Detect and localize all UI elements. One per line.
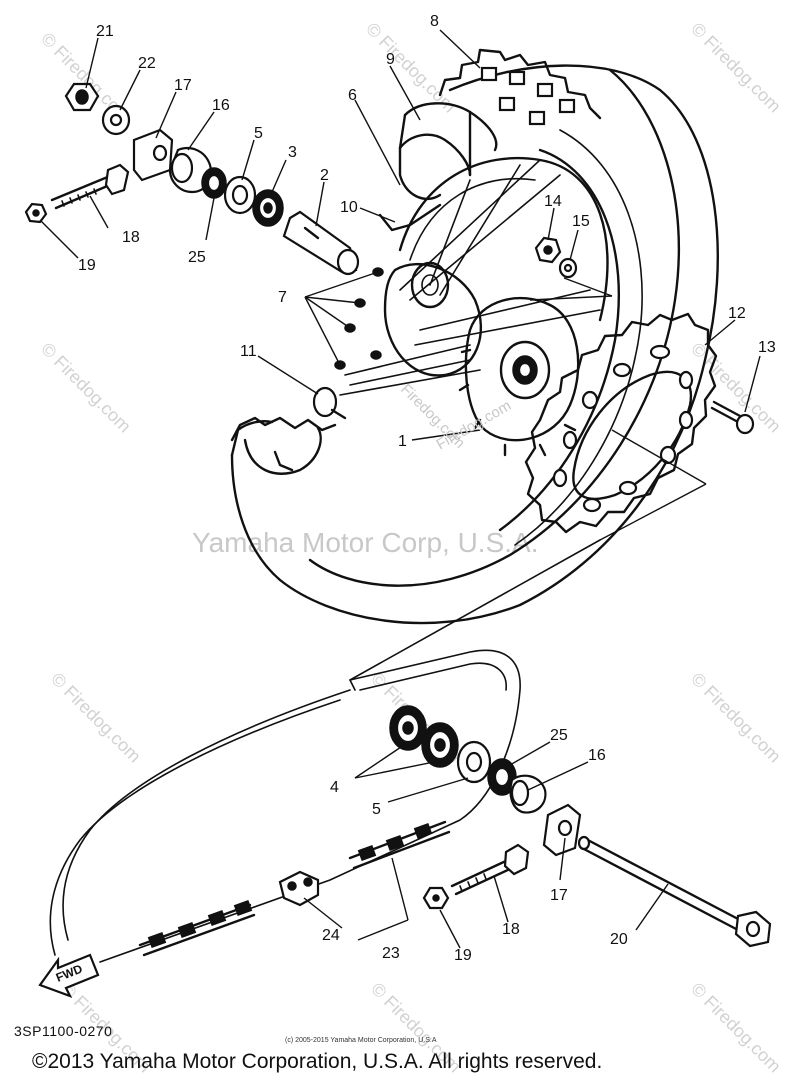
oil-seal-25: [201, 167, 227, 199]
callouts-upper: 21 22 17 16 5 3 2 25 18 19 6 9 8 10 7 11…: [78, 13, 776, 450]
callout-2: 2: [320, 167, 329, 184]
tube: [398, 102, 498, 201]
callout-1: 1: [398, 433, 407, 450]
drive-chain: [138, 820, 451, 957]
watermark-tile: © Firedog.com: [687, 19, 785, 117]
bearing-4: [389, 705, 427, 751]
callout-7: 7: [278, 289, 287, 306]
sprocket-hole: [582, 497, 602, 513]
sprocket-hole: [678, 370, 694, 390]
callout-20: 20: [610, 931, 628, 948]
small-copyright-note: (c) 2005-2015 Yamaha Motor Corporation, …: [285, 1037, 437, 1044]
nut-19: [24, 202, 48, 224]
callouts-lower: 4 5 25 16 17 18 19 20 23 24: [322, 727, 628, 964]
tread-knob: [536, 82, 554, 98]
watermark-tile: © Firedog.com: [687, 979, 785, 1077]
chain-outline: [49, 539, 601, 963]
chain-puller-17: [132, 128, 174, 182]
collar-16-lower: [509, 774, 547, 814]
tread-knob: [480, 66, 498, 82]
spacer-5: [223, 175, 257, 215]
callout-8: 8: [430, 13, 439, 30]
callout-11: 11: [240, 343, 257, 360]
watermark-tile: © Firedog.com: [37, 339, 135, 437]
watermark-tile: © Firedog.com: [687, 669, 785, 767]
sprocket-hole: [562, 430, 578, 450]
sprocket-hub: [458, 297, 580, 457]
tire: [230, 48, 719, 625]
spoke-nipple: [370, 350, 382, 360]
master-link-24: [278, 870, 320, 907]
sprocket-nut: [534, 236, 562, 264]
rear-sprocket: [524, 312, 718, 534]
callout-10: 10: [340, 199, 358, 216]
copyright-notice: ©2013 Yamaha Motor Corporation, U.S.A. A…: [32, 1050, 603, 1073]
sprocket-hole: [649, 344, 671, 360]
sprocket-hole: [659, 445, 677, 465]
leader-lines-lower: [303, 741, 669, 949]
lock-washer: [558, 257, 578, 279]
fwd-arrow: FWD: [38, 953, 100, 998]
callout-24: 24: [322, 927, 340, 944]
watermark-tile: © Firedog.com: [47, 669, 145, 767]
callout-6: 6: [348, 87, 357, 104]
callout-16-lower: 16: [588, 747, 606, 764]
chain-segment: [348, 820, 451, 870]
rim-band: [378, 203, 442, 232]
callout-3: 3: [288, 144, 297, 161]
callout-19-lower: 19: [454, 947, 472, 964]
callout-9: 9: [386, 51, 395, 68]
axle-bolt-18: [50, 163, 130, 210]
tread-knob: [558, 98, 576, 114]
callout-16: 16: [212, 97, 230, 114]
oil-seal-25-lower: [487, 758, 517, 796]
chain-puller-17-lower: [542, 803, 582, 857]
callout-22: 22: [138, 55, 156, 72]
callout-21: 21: [96, 23, 114, 40]
nut-19-lower: [422, 886, 450, 910]
callout-13: 13: [758, 339, 776, 356]
tread-knob: [498, 96, 516, 112]
collar-16: [168, 147, 213, 194]
sprocket-hole: [612, 362, 632, 378]
callout-17: 17: [174, 77, 192, 94]
callout-25-lower: 25: [550, 727, 568, 744]
callout-19: 19: [78, 257, 96, 274]
callout-15: 15: [572, 213, 590, 230]
axle-20: [577, 835, 772, 948]
wheel-rim: [339, 156, 609, 396]
callout-14: 14: [544, 193, 562, 210]
sprocket-hole: [678, 410, 694, 430]
callout-25: 25: [188, 249, 206, 266]
leader-lines-upper: [39, 29, 761, 541]
sprocket-hole: [581, 390, 599, 410]
callout-17-lower: 17: [550, 887, 568, 904]
bolt-18-lower: [450, 843, 530, 896]
spacer-5-lower: [456, 740, 492, 784]
tread-knob: [508, 70, 526, 86]
spacer-2: [282, 210, 360, 276]
watermark-center: Yamaha Motor Corp, U.S.A.: [192, 527, 539, 558]
callout-5: 5: [254, 125, 263, 142]
air-valve: [312, 386, 347, 420]
callout-18: 18: [122, 229, 140, 246]
callout-12: 12: [728, 305, 746, 322]
tread-knob: [528, 110, 546, 126]
spoke-nipples: [334, 267, 384, 370]
callout-18-lower: 18: [502, 921, 520, 938]
washer-22: [101, 104, 131, 136]
diagram-reference-code: 3SP1100-0270: [14, 1023, 113, 1039]
bearing-3: [252, 189, 284, 227]
sprocket-hole: [618, 480, 638, 496]
watermark-tile: © Firedog.com: [362, 19, 460, 117]
chain-segment: [138, 899, 256, 957]
sprocket-hole: [552, 468, 568, 488]
callout-23: 23: [382, 945, 400, 962]
bearing-4: [421, 722, 459, 768]
axle-nut-21: [64, 82, 100, 112]
sprocket-bolt: [710, 400, 755, 435]
callout-4: 4: [330, 779, 339, 796]
callout-5-lower: 5: [372, 801, 381, 818]
